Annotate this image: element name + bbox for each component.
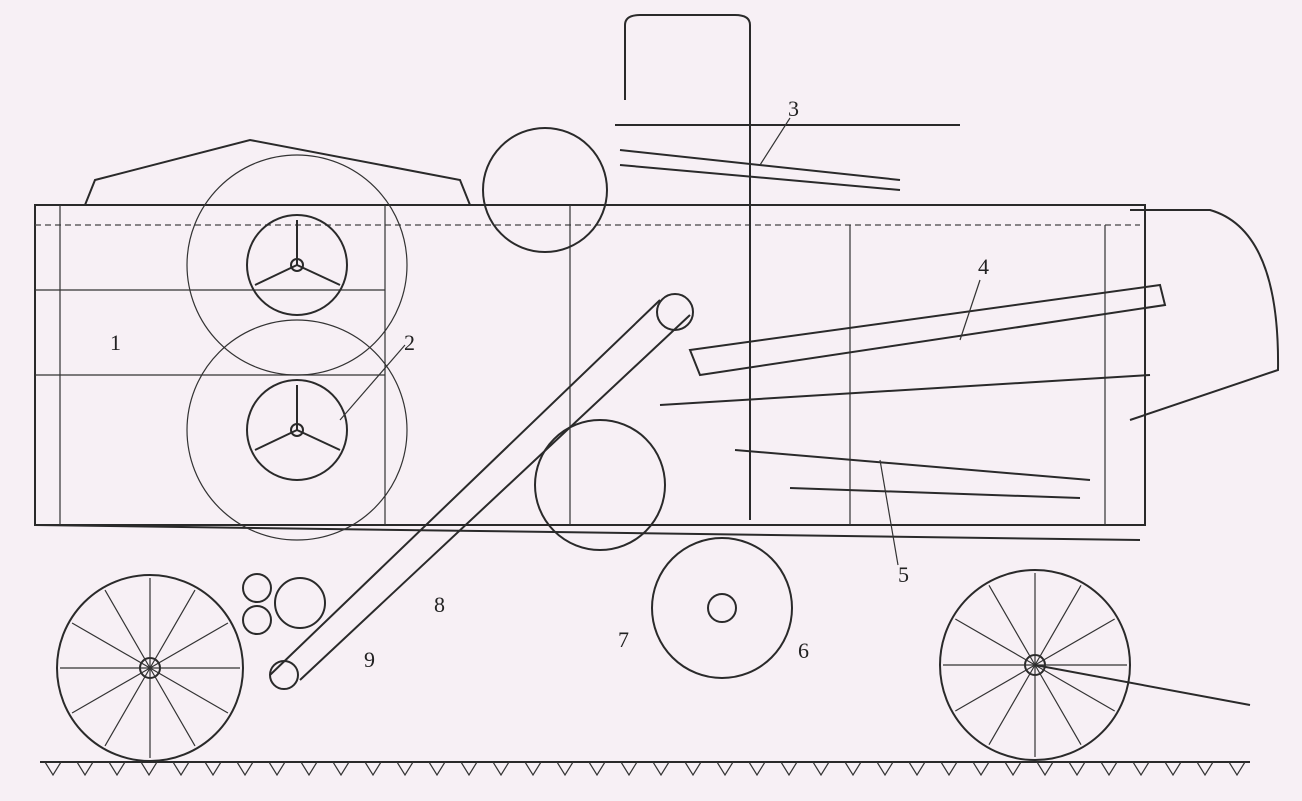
ground-hatch (492, 761, 510, 777)
ground-hatch (1004, 761, 1022, 777)
ground-hatch (108, 761, 126, 777)
label-9: 9 (364, 647, 375, 672)
threshing-drums (186, 154, 408, 541)
elevator (269, 293, 694, 690)
wheel-spoke (104, 667, 151, 747)
ground-hatch (1068, 761, 1086, 777)
ground-hatch (524, 761, 542, 777)
ground-hatch (300, 761, 318, 777)
ground-hatch (428, 761, 446, 777)
ground-hatch (172, 761, 190, 777)
wheel-spoke (149, 667, 196, 747)
ground-hatch (684, 761, 702, 777)
ground-hatch (812, 761, 830, 777)
ground-hatch (556, 761, 574, 777)
wheel-spoke (988, 664, 1036, 745)
ground-hatch (236, 761, 254, 777)
label-3: 3 (788, 96, 799, 121)
label-2: 2 (404, 330, 415, 355)
ground-hatch (204, 761, 222, 777)
label-6: 6 (798, 638, 809, 663)
fan-wheel (482, 127, 608, 253)
wheel-spoke (988, 585, 1036, 666)
ground-hatch (76, 761, 94, 777)
main-frame (34, 138, 1146, 541)
ground-hatch (972, 761, 990, 777)
wheel-spoke (1034, 664, 1115, 712)
ground-hatch (1196, 761, 1214, 777)
ground-hatch (780, 761, 798, 777)
ground-hatch (332, 761, 350, 777)
hood (1129, 209, 1280, 421)
label-1: 1 (110, 330, 121, 355)
ground-hatch (908, 761, 926, 777)
ground (40, 761, 1250, 777)
front-wheel (56, 574, 244, 762)
ground-hatch (1036, 761, 1054, 777)
wheel-spoke (1034, 664, 1082, 745)
small-wheel (651, 537, 793, 679)
wheel-spoke (71, 622, 151, 669)
wheel-spoke (149, 667, 229, 714)
wheel-spoke (955, 664, 1036, 712)
ground-hatch (588, 761, 606, 777)
ground-hatch (716, 761, 734, 777)
label-5: 5 (898, 562, 909, 587)
ground-hatch (620, 761, 638, 777)
leader-lines (339, 117, 981, 566)
pulleys (242, 573, 326, 635)
wheel-spoke (104, 589, 151, 669)
ground-hatch (364, 761, 382, 777)
ground-hatch (1132, 761, 1150, 777)
beater-wheel (534, 419, 666, 551)
ground-hatch (1164, 761, 1182, 777)
ground-hatch (460, 761, 478, 777)
ground-hatch (1100, 761, 1118, 777)
ground-hatch (1228, 761, 1246, 777)
sieves (615, 124, 1167, 499)
rear-wheel (939, 569, 1251, 761)
ground-hatch (44, 761, 62, 777)
ground-hatch (268, 761, 286, 777)
ground-hatch (748, 761, 766, 777)
label-7: 7 (618, 627, 629, 652)
wheel-spoke (955, 618, 1036, 666)
wheel-spoke (149, 589, 196, 669)
ground-hatch (652, 761, 670, 777)
wheel-spoke (149, 622, 229, 669)
wheel-spoke (1034, 618, 1115, 666)
ground-hatch (140, 761, 158, 777)
tower (624, 14, 751, 520)
ground-hatch (876, 761, 894, 777)
label-8: 8 (434, 592, 445, 617)
ground-hatch (844, 761, 862, 777)
ground-hatch (396, 761, 414, 777)
wheel-spoke (1034, 585, 1082, 666)
label-4: 4 (978, 254, 989, 279)
wheel-spoke (71, 667, 151, 714)
ground-hatch (940, 761, 958, 777)
